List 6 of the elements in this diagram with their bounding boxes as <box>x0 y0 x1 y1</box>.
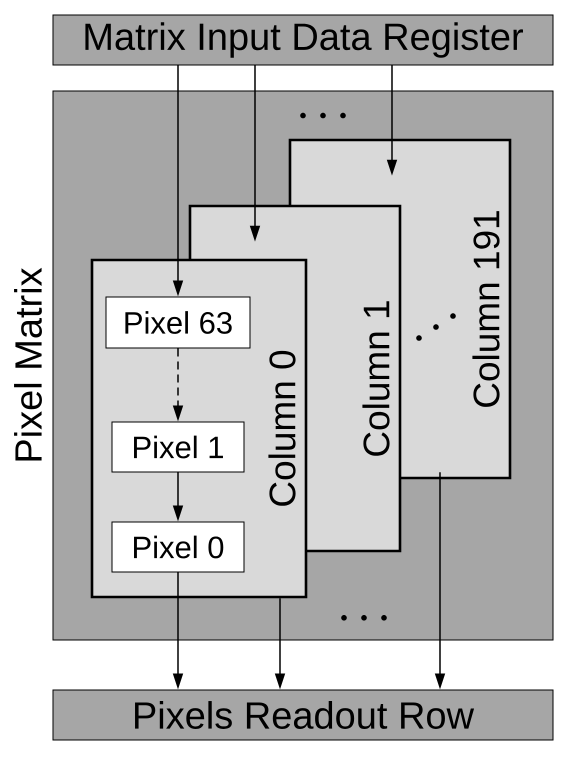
pixel-box: Pixel 0 <box>112 522 244 572</box>
pixel-box: Pixel 63 <box>106 296 250 348</box>
pixel-box: Pixel 1 <box>112 422 244 472</box>
panel-label: Pixel Matrix <box>14 268 42 461</box>
register-box: Matrix Input Data Register <box>52 14 554 66</box>
readout-box: Pixels Readout Row <box>52 690 554 740</box>
